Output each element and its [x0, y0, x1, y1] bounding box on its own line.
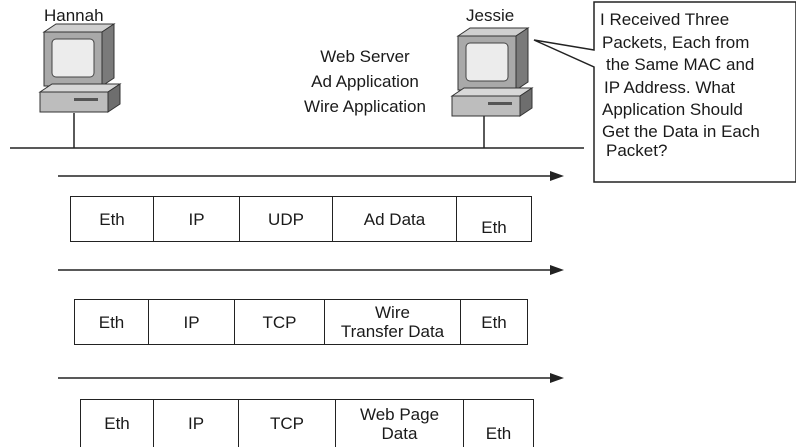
packet-field: Web Page Data [336, 400, 464, 447]
jessie-label: Jessie [466, 6, 515, 25]
arrow-3 [58, 373, 564, 383]
server-app-line: Wire Application [304, 97, 426, 116]
packet-field: Eth [481, 312, 507, 332]
callout-line: IP Address. What [604, 77, 736, 97]
packet-field: Wire Transfer Data [325, 300, 461, 344]
hannah-computer-icon [38, 23, 122, 113]
arrow-1 [58, 171, 564, 181]
packet-udp-ad: Eth IP UDP Ad Data Eth [70, 196, 532, 242]
callout-line: Get the Data in Each [602, 121, 760, 141]
callout-line: Packet? [606, 140, 668, 160]
packet-field: UDP [240, 197, 333, 241]
hannah-label: Hannah [44, 6, 104, 25]
callout-line: Application Should [602, 100, 743, 119]
packet-field: TCP [235, 300, 325, 344]
packet-field: TCP [239, 400, 336, 447]
packet-field: IP [154, 197, 240, 241]
packet-field: Eth [75, 300, 149, 344]
packet-field: IP [149, 300, 235, 344]
packet-tcp-web: Eth IP TCP Web Page Data Eth [80, 399, 534, 447]
arrow-2 [58, 265, 564, 275]
jessie-computer-icon [450, 27, 534, 117]
packet-field: IP [154, 400, 239, 447]
server-applications: Web Server Ad Application Wire Applicati… [280, 44, 450, 119]
packet-field: Eth [81, 400, 154, 447]
packet-field: Eth [481, 218, 507, 237]
callout-bubble [533, 1, 796, 183]
packet-field: Ad Data [333, 197, 457, 241]
server-app-line: Web Server [320, 47, 410, 66]
callout-text: I Received Three Packets, Each from the … [600, 9, 796, 160]
packet-tcp-wire: Eth IP TCP Wire Transfer Data Eth [74, 299, 528, 345]
packet-field: Eth [485, 424, 512, 443]
callout-line: Packets, Each from [602, 32, 750, 52]
callout-line: I Received Three [600, 10, 730, 29]
packet-field: Eth [71, 197, 154, 241]
server-app-line: Ad Application [311, 72, 419, 91]
callout-line: the Same MAC and [606, 55, 755, 74]
